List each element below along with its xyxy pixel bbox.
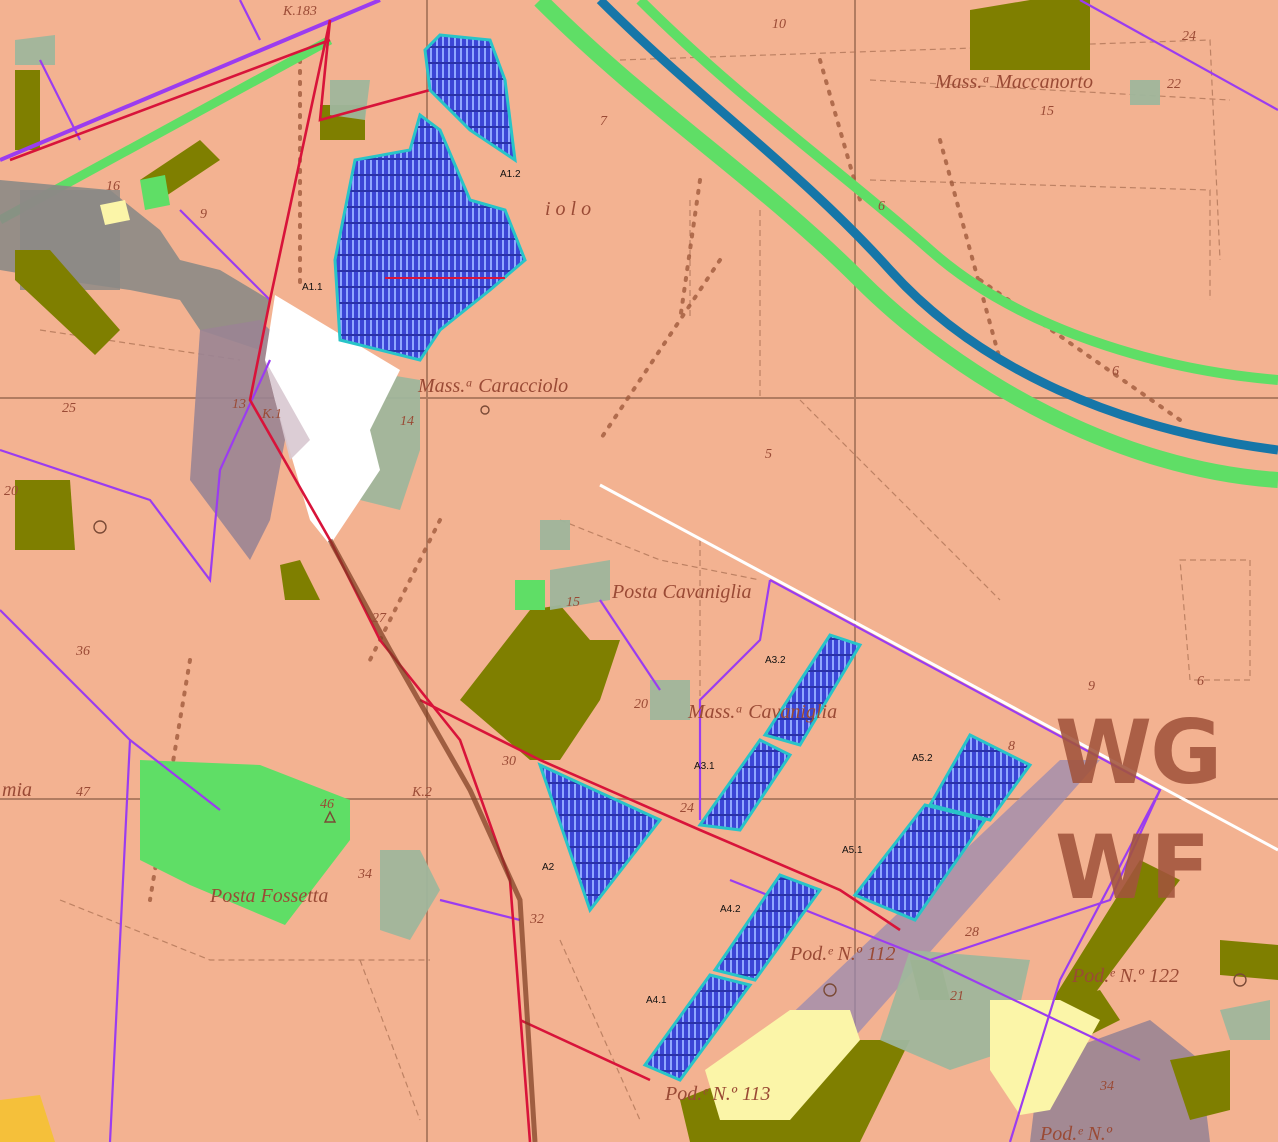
place-mia: mia (2, 779, 32, 801)
green-area-large (140, 760, 350, 925)
svg-text:47: 47 (76, 785, 91, 800)
place-mass-cavaniglia: Mass.ᵃ Cavaniglia (687, 701, 837, 723)
solar-array-a1-1 (333, 112, 527, 362)
triangle-marker-icon (323, 810, 337, 823)
tree-icon (823, 983, 837, 997)
white-area-mauve-overlay (265, 360, 310, 460)
place-pod-bottom: Pod.ᵉ N.º (1039, 1123, 1113, 1142)
svg-text:28: 28 (965, 925, 979, 940)
svg-text:6: 6 (1197, 674, 1204, 689)
svg-text:46: 46 (320, 797, 334, 812)
grid-code-wf: WF (1055, 816, 1208, 919)
orange-area (0, 1095, 55, 1142)
solar-array-a3-1 (697, 738, 793, 832)
field-label-a5-2: A5.2 (912, 753, 933, 764)
elevation-labels: 10 24 22 15 7 6 6 6 5 16 9 13 14 25 20 1… (4, 17, 1204, 1094)
svg-text:16: 16 (106, 179, 120, 194)
svg-text:7: 7 (600, 114, 608, 129)
place-iolo: i o l o (545, 198, 591, 220)
solar-arrays (333, 33, 1033, 1082)
svg-text:9: 9 (200, 207, 207, 222)
tree-icon (93, 520, 107, 534)
green-area-small (515, 580, 545, 610)
main-road (327, 538, 538, 1142)
tree-icon (1233, 973, 1247, 987)
svg-text:20: 20 (4, 484, 18, 499)
solar-array-a4-2 (712, 873, 823, 982)
svg-text:21: 21 (950, 989, 964, 1004)
svg-text:32: 32 (529, 912, 544, 927)
place-pod-113: Pod.ᵉ N.º 113 (664, 1083, 771, 1105)
solar-array-a1-2 (423, 33, 517, 164)
svg-text:6: 6 (1112, 364, 1119, 379)
yellow-area-3 (100, 200, 130, 225)
place-posta-cavaniglia: Posta Cavaniglia (611, 581, 751, 603)
svg-text:24: 24 (680, 801, 694, 816)
svg-text:36: 36 (75, 644, 90, 659)
svg-text:8: 8 (1008, 739, 1015, 754)
svg-text:27: 27 (372, 611, 387, 626)
svg-text:20: 20 (634, 697, 648, 712)
svg-text:22: 22 (1167, 77, 1181, 92)
green-area-top (140, 175, 170, 210)
field-label-a4-2: A4.2 (720, 904, 741, 915)
place-pod-122: Pod.ᵉ N.º 122 (1071, 965, 1179, 987)
field-label-a5-1: A5.1 (842, 845, 863, 856)
svg-text:15: 15 (1040, 104, 1054, 119)
svg-text:15: 15 (566, 595, 580, 610)
svg-text:5: 5 (765, 447, 772, 462)
svg-text:34: 34 (357, 867, 372, 882)
field-label-a4-1: A4.1 (646, 995, 667, 1006)
field-label-a1-2: A1.2 (500, 169, 521, 180)
grid-code-wg: WG (1055, 701, 1220, 804)
yellow-area-1 (705, 1010, 860, 1120)
solar-array-a3-2 (762, 633, 863, 747)
svg-text:25: 25 (62, 401, 76, 416)
solar-array-a5-2 (927, 733, 1033, 822)
canal-green-band-outer (534, 0, 1278, 488)
place-posta-fossetta: Posta Fossetta (209, 885, 328, 907)
svg-text:34: 34 (1099, 1079, 1114, 1094)
place-pod-112: Pod.ᵉ N.º 112 (789, 943, 896, 965)
svg-text:9: 9 (1088, 679, 1095, 694)
river (596, 0, 1278, 455)
svg-text:14: 14 (400, 414, 414, 429)
svg-text:24: 24 (1182, 29, 1196, 44)
marker-k183: K.183 (282, 4, 317, 19)
svg-text:30: 30 (501, 754, 516, 769)
solar-array-a4-1 (642, 973, 753, 1082)
svg-text:10: 10 (772, 17, 786, 32)
field-label-a1-1: A1.1 (302, 282, 323, 293)
solar-array-a2 (537, 762, 663, 914)
field-label-a3-1: A3.1 (694, 761, 715, 772)
place-mass-maccanorto: Mass.ᵃ Maccanorto (934, 71, 1093, 93)
white-area (265, 295, 400, 545)
place-mass-caracciolo: Mass.ᵃ Caracciolo (417, 375, 568, 397)
svg-text:6: 6 (878, 199, 885, 214)
tree-icon (480, 405, 490, 415)
map-symbols (93, 405, 1247, 997)
marker-k1: K.1 (261, 407, 282, 422)
field-label-a2: A2 (542, 862, 555, 873)
marker-k2: K.2 (411, 785, 432, 800)
railway (599, 483, 1278, 852)
field-label-a3-2: A3.2 (765, 655, 786, 666)
svg-text:13: 13 (232, 397, 246, 412)
